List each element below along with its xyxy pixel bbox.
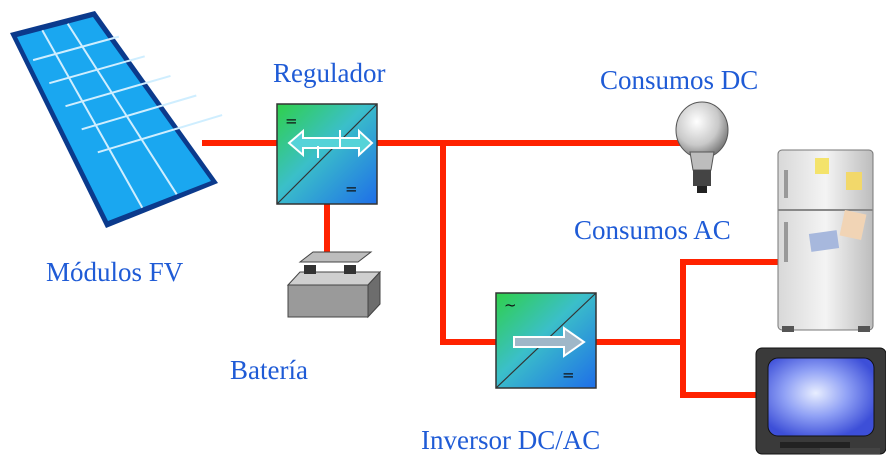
- wire-bus-inverter: [440, 140, 498, 345]
- label-inverter: Inversor DC/AC: [421, 425, 601, 455]
- solar-panel-icon: [10, 11, 223, 228]
- regulator-top-symbol: =: [285, 112, 298, 130]
- refrigerator-icon: [777, 149, 874, 332]
- television-icon: [755, 347, 886, 455]
- label-dc-loads: Consumos DC: [600, 65, 759, 95]
- label-modules: Módulos FV: [46, 257, 184, 287]
- charge-regulator-icon: = =: [276, 103, 378, 205]
- inverter-icon: ~ =: [495, 292, 597, 389]
- wiring: [202, 140, 781, 398]
- battery-icon: [286, 251, 382, 319]
- label-battery: Batería: [230, 355, 308, 385]
- wire-ac-fridge: [680, 259, 781, 398]
- regulator-bottom-symbol: =: [345, 180, 358, 198]
- inverter-bottom-symbol: =: [562, 366, 575, 384]
- label-regulator: Regulador: [273, 58, 386, 88]
- label-ac-loads: Consumos AC: [574, 215, 731, 245]
- light-bulb-icon: [675, 101, 729, 193]
- inverter-top-symbol: ~: [504, 296, 517, 314]
